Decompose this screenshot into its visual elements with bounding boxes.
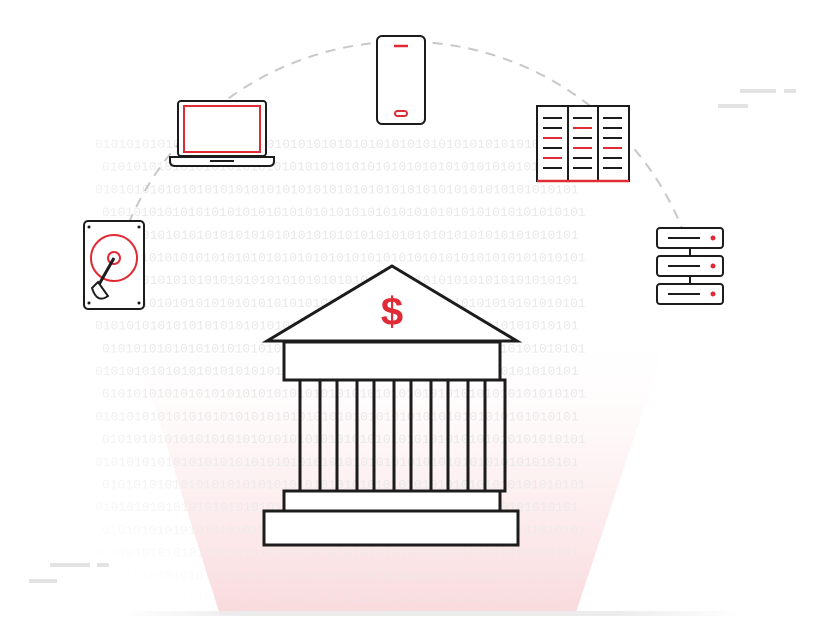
binary-row: 0101010101010101010101010101010101010101… [95,546,579,561]
binary-row: 0101010101010101010101010101010101010101… [102,205,586,220]
binary-row: 0101010101010101010101010101010101010101… [102,432,586,447]
bank-base-top [282,489,502,513]
bank-entablature [282,340,502,382]
server-stack-icon [656,227,724,305]
bank-building-icon [261,264,523,547]
binary-row: 0101010101010101010101010101010101010101… [102,387,586,402]
binary-row: 0101010101010101010101010101010101010101… [95,228,579,243]
binary-row: 0101010101010101010101010101010101010101… [102,568,586,583]
floor-line [120,611,740,616]
dollar-sign-icon: $ [381,290,403,334]
binary-row: 0101010101010101010101010101010101010101… [102,478,586,493]
binary-row: 0101010101010101010101010101010101010101… [95,591,579,606]
binary-row: 0101010101010101010101010101010101010101… [95,273,579,288]
smartphone-icon [376,35,426,125]
decor-dashes-top-right [718,89,796,108]
binary-row: 0101010101010101010101010101010101010101… [95,137,579,152]
hard-drive-icon [83,220,145,310]
binary-row: 0101010101010101010101010101010101010101… [102,251,586,266]
binary-row: 0101010101010101010101010101010101010101… [95,182,579,197]
bank-base-bottom [262,509,520,547]
laptop-icon [169,100,275,167]
server-rack-icon [536,105,630,183]
decor-dashes-bottom-left [29,563,109,583]
